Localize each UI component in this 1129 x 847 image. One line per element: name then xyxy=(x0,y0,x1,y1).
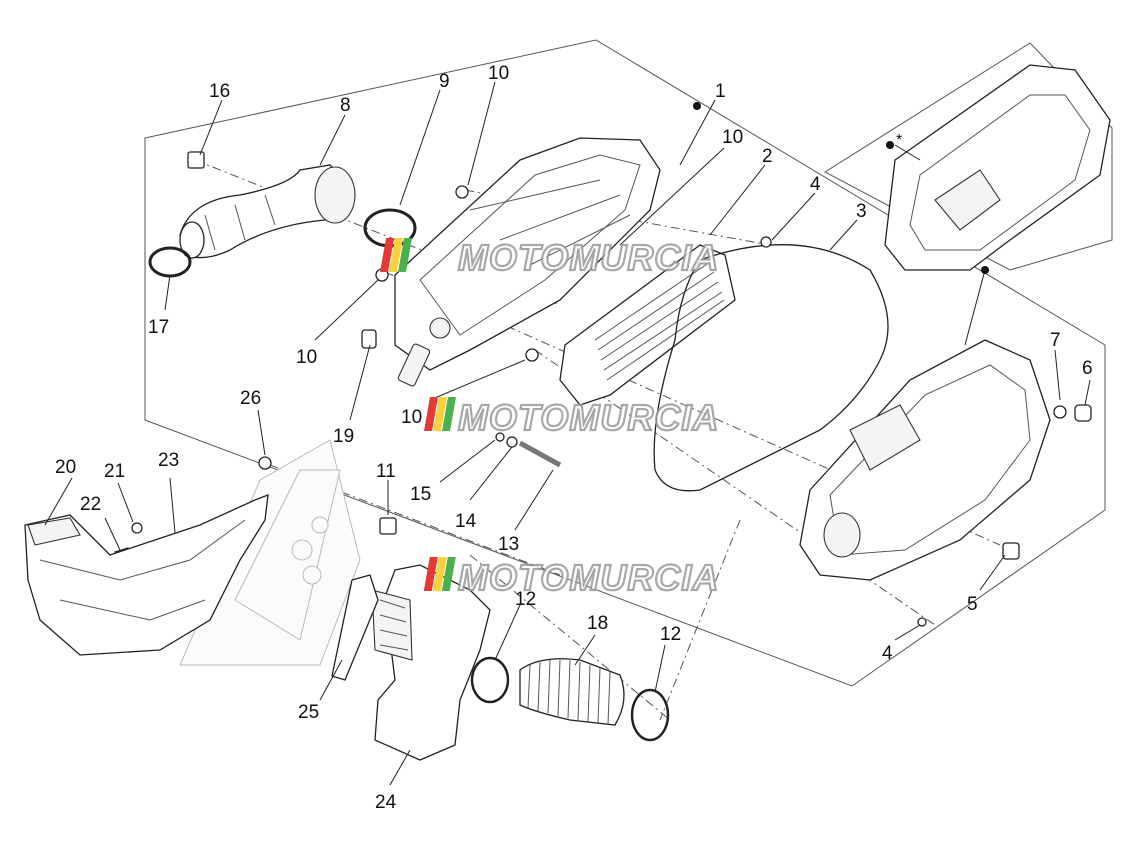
callout-10: 10 xyxy=(296,347,317,368)
bellows-hose xyxy=(519,658,625,726)
callout-25: 25 xyxy=(298,702,319,723)
callout-13: 13 xyxy=(498,534,519,555)
callout-15: 15 xyxy=(410,484,431,505)
callout-6: 6 xyxy=(1082,358,1093,379)
callout-11: 11 xyxy=(376,461,396,482)
callout-1: 1 xyxy=(715,81,726,102)
airbox-cover-lower xyxy=(799,339,1051,581)
callout-22: 22 xyxy=(80,494,101,515)
intake-seal xyxy=(331,574,379,681)
callout-23: 23 xyxy=(158,450,179,471)
callout-18: 18 xyxy=(587,613,608,634)
left-duct-housing xyxy=(24,494,269,656)
callout-8: 8 xyxy=(340,95,351,116)
star-mark: * xyxy=(896,132,902,149)
callout-3: 3 xyxy=(856,201,867,222)
callout-21: 21 xyxy=(104,461,125,482)
watermark-text-top: MOTOMURCIA xyxy=(458,237,719,278)
leader-lines xyxy=(44,81,1091,786)
callout-14: 14 xyxy=(455,511,477,532)
callout-4: 4 xyxy=(810,174,821,195)
callout-17: 17 xyxy=(148,317,169,338)
hose-clamp-17 xyxy=(148,246,192,278)
ref-dot-1 xyxy=(693,102,701,110)
callout-20: 20 xyxy=(55,457,76,478)
watermark-bottom: MOTOMURCIA xyxy=(423,556,719,599)
callout-12: 12 xyxy=(660,624,681,645)
o-ring-12a xyxy=(470,656,510,704)
watermark-top: MOTOMURCIA xyxy=(380,236,719,279)
seal-gasket xyxy=(653,244,889,492)
callout-7: 7 xyxy=(1050,330,1061,351)
callout-12: 12 xyxy=(515,589,536,610)
watermark-text-middle: MOTOMURCIA xyxy=(458,397,719,438)
scooter-frame-outline xyxy=(179,439,361,666)
callout-5: 5 xyxy=(967,594,978,615)
ref-dot-star xyxy=(886,141,894,149)
callout-9: 9 xyxy=(439,71,450,92)
callout-16: 16 xyxy=(209,81,230,102)
callout-labels: 1 2 3 4 4 5 6 7 8 9 10 10 10 10 11 12 12… xyxy=(55,63,1093,813)
callout-2: 2 xyxy=(762,146,773,167)
intake-duct xyxy=(179,164,356,259)
callout-24: 24 xyxy=(375,792,397,813)
callout-19: 19 xyxy=(333,426,354,447)
callout-10: 10 xyxy=(488,63,509,84)
callout-10: 10 xyxy=(722,127,743,148)
main-assembly-frame xyxy=(144,39,1106,687)
ref-dot-cover xyxy=(981,266,989,274)
airbox-base xyxy=(394,137,661,387)
airbox-cover-upper xyxy=(884,64,1111,271)
callout-26: 26 xyxy=(240,388,261,409)
watermark-middle: MOTOMURCIA xyxy=(424,396,719,439)
lower-intake-box xyxy=(371,564,491,761)
o-ring-12b xyxy=(630,688,670,742)
callout-10: 10 xyxy=(401,407,422,428)
callout-4: 4 xyxy=(882,643,893,664)
watermark-text-bottom: MOTOMURCIA xyxy=(458,557,719,598)
